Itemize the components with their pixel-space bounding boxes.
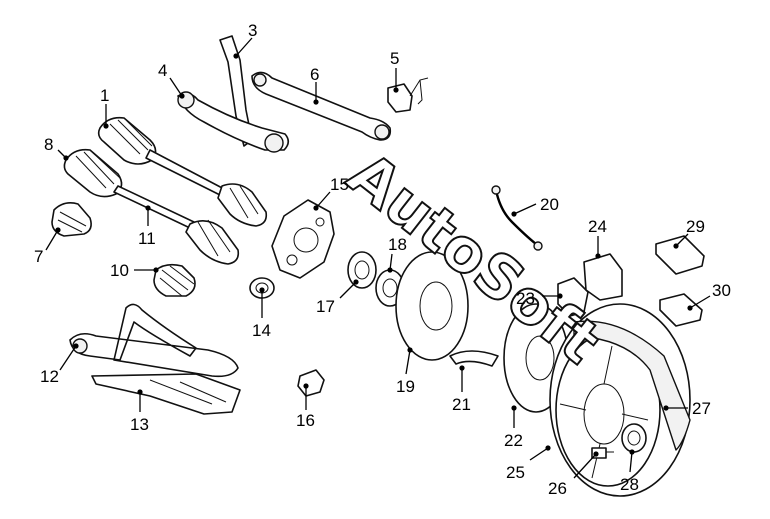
callout-10: 10 bbox=[110, 261, 129, 280]
callout-5: 5 bbox=[390, 49, 399, 68]
callout-14: 14 bbox=[252, 321, 271, 340]
callout-24: 24 bbox=[588, 217, 607, 236]
part-10-boot bbox=[153, 263, 196, 297]
part-24-caliper-body bbox=[583, 253, 623, 301]
callout-11: 11 bbox=[138, 229, 156, 248]
callout-26: 26 bbox=[548, 479, 567, 498]
part-23-caliper bbox=[557, 277, 589, 317]
callout-21: 21 bbox=[452, 395, 471, 414]
watermark: AutoSoft bbox=[335, 139, 613, 378]
callout-18: 18 bbox=[388, 235, 407, 254]
part-12-wishbone bbox=[69, 303, 239, 378]
callout-6: 6 bbox=[310, 65, 319, 84]
callout-29: 29 bbox=[686, 217, 705, 236]
callout-23: 23 bbox=[516, 289, 535, 308]
part-13-spring-plate bbox=[91, 373, 241, 415]
callout-28: 28 bbox=[620, 475, 639, 494]
part-29-brake-pads bbox=[655, 235, 705, 275]
part-1-drive-shaft bbox=[97, 116, 268, 227]
part-5-sensor bbox=[387, 77, 429, 113]
callout-4: 4 bbox=[158, 61, 167, 80]
part-30-brake-pads bbox=[659, 293, 703, 327]
parts-layer bbox=[51, 35, 705, 497]
callout-20: 20 bbox=[540, 195, 559, 214]
part-7-boot bbox=[51, 202, 92, 237]
part-21-shield bbox=[449, 350, 499, 367]
part-28-hub-cap bbox=[621, 423, 647, 453]
callout-1: 1 bbox=[100, 86, 109, 105]
callout-12: 12 bbox=[40, 367, 59, 386]
part-25-wheel bbox=[549, 303, 691, 497]
callout-15: 15 bbox=[330, 175, 349, 194]
callout-17: 17 bbox=[316, 297, 335, 316]
callout-30: 30 bbox=[712, 281, 731, 300]
leader-lines bbox=[45, 37, 711, 479]
callout-3: 3 bbox=[248, 21, 257, 40]
part-6-lateral-link bbox=[251, 71, 392, 141]
callout-labels: 1 3 4 5 6 7 8 10 11 12 13 14 15 16 17 18… bbox=[34, 21, 731, 498]
callout-27: 27 bbox=[692, 399, 711, 418]
callout-7: 7 bbox=[34, 247, 43, 266]
part-20-brake-hose bbox=[491, 185, 543, 251]
part-26-wheel-bolt bbox=[591, 447, 614, 459]
part-8-drive-shaft bbox=[63, 148, 240, 265]
part-15-knuckle bbox=[271, 199, 335, 279]
callout-8: 8 bbox=[44, 135, 53, 154]
callout-22: 22 bbox=[504, 431, 523, 450]
callout-19: 19 bbox=[396, 377, 415, 396]
callout-13: 13 bbox=[130, 415, 149, 434]
callout-16: 16 bbox=[296, 411, 315, 430]
callout-25: 25 bbox=[506, 463, 525, 482]
part-19-disc bbox=[395, 251, 469, 361]
part-16-sensor bbox=[297, 369, 325, 397]
